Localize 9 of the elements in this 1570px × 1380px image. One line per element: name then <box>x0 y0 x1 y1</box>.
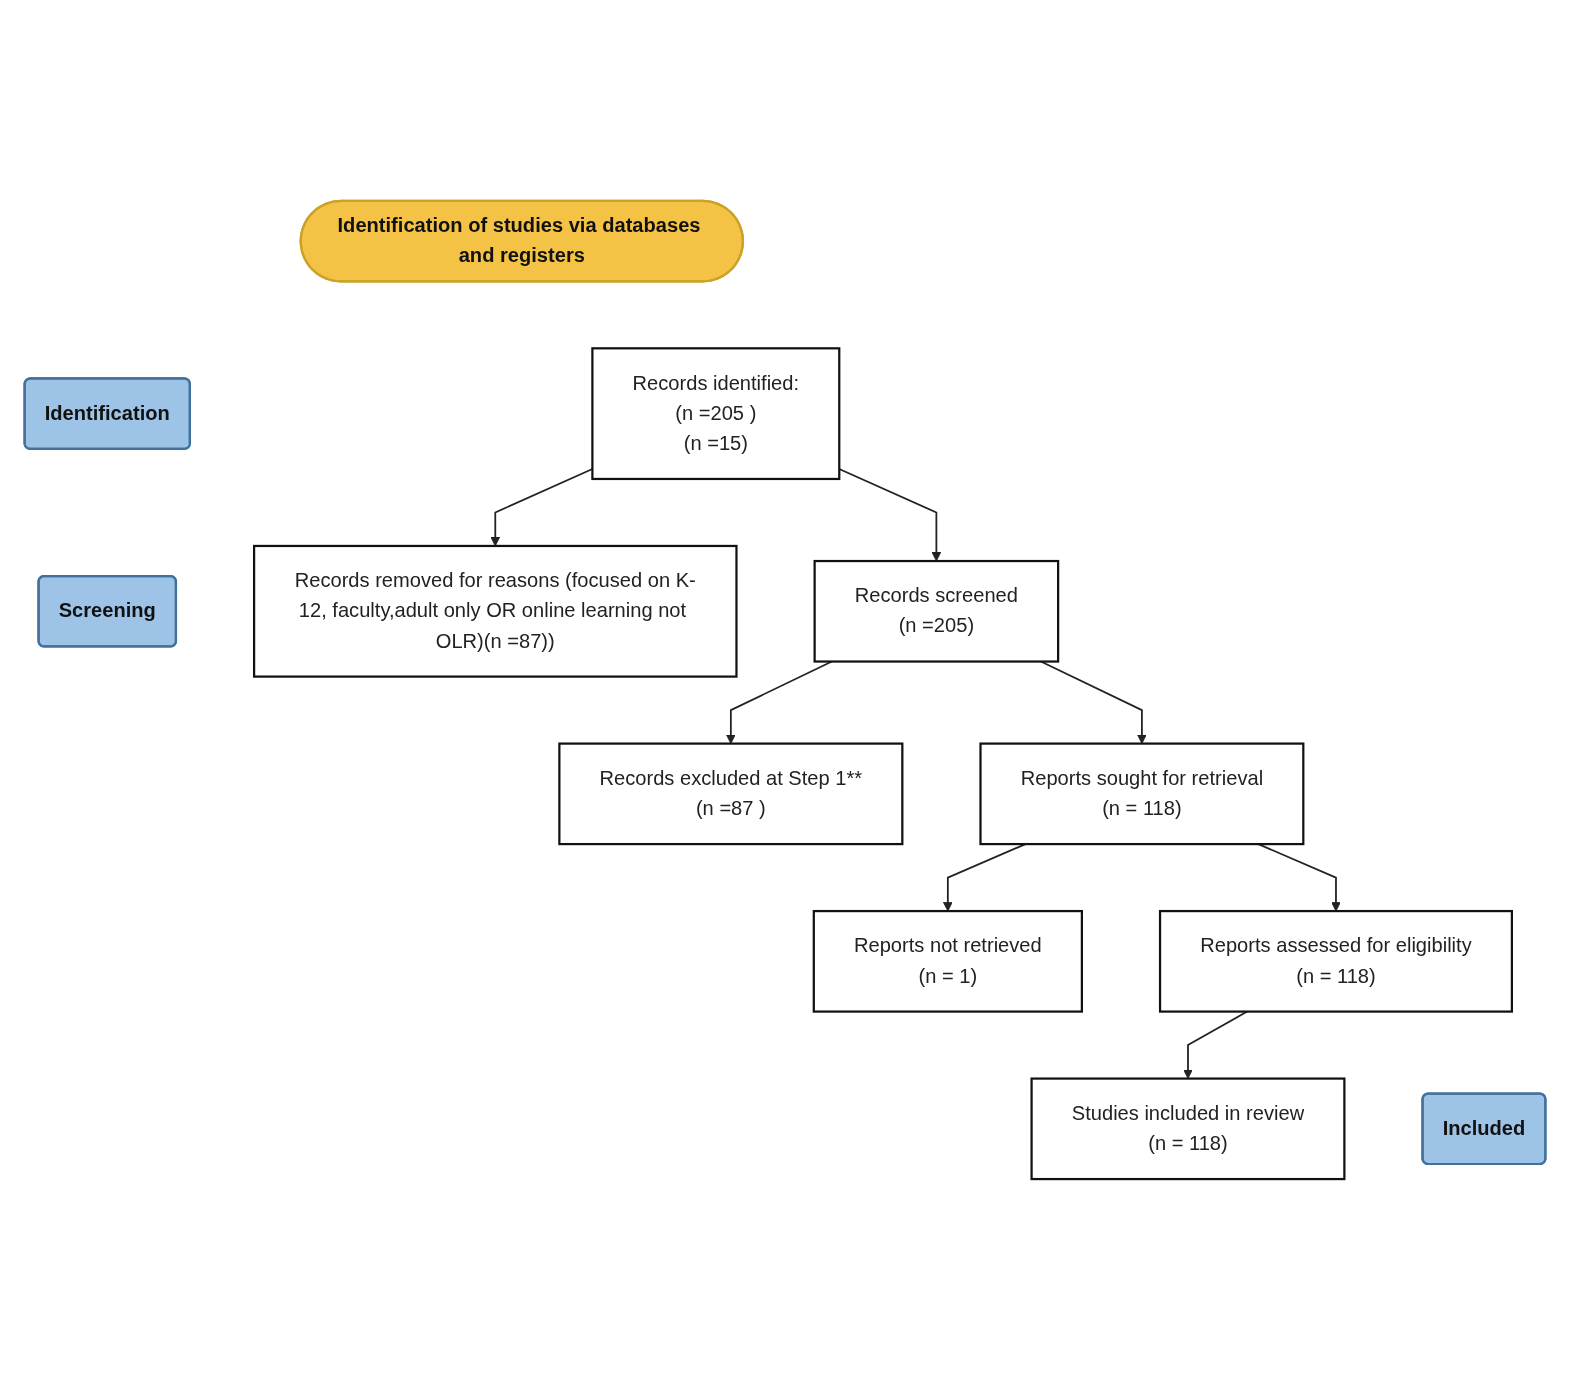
node-box <box>253 544 738 678</box>
node-box <box>558 742 904 846</box>
node-box <box>1030 1077 1346 1181</box>
flowchart-diagram: Identification of studies via databases and registers Identification Records identified: (n =205 ) (n =15) Records removed for reasons (focused on K-12, faculty,adult only OR online learning not OLR)(n =87)) Screening Records screened (n =205) Records excluded at Step 1** (n =87 ) Reports sought for retrieval (n = 118) Reports not retrieved (n = 1) Reports assessed for eligibility (n = 118) Included Studies included in review (n = 118) <box>15 192 1555 1188</box>
node-box <box>813 559 1060 663</box>
node-box <box>812 909 1083 1013</box>
node-box <box>979 742 1305 846</box>
node-box <box>1158 909 1513 1013</box>
node-box <box>591 347 841 481</box>
